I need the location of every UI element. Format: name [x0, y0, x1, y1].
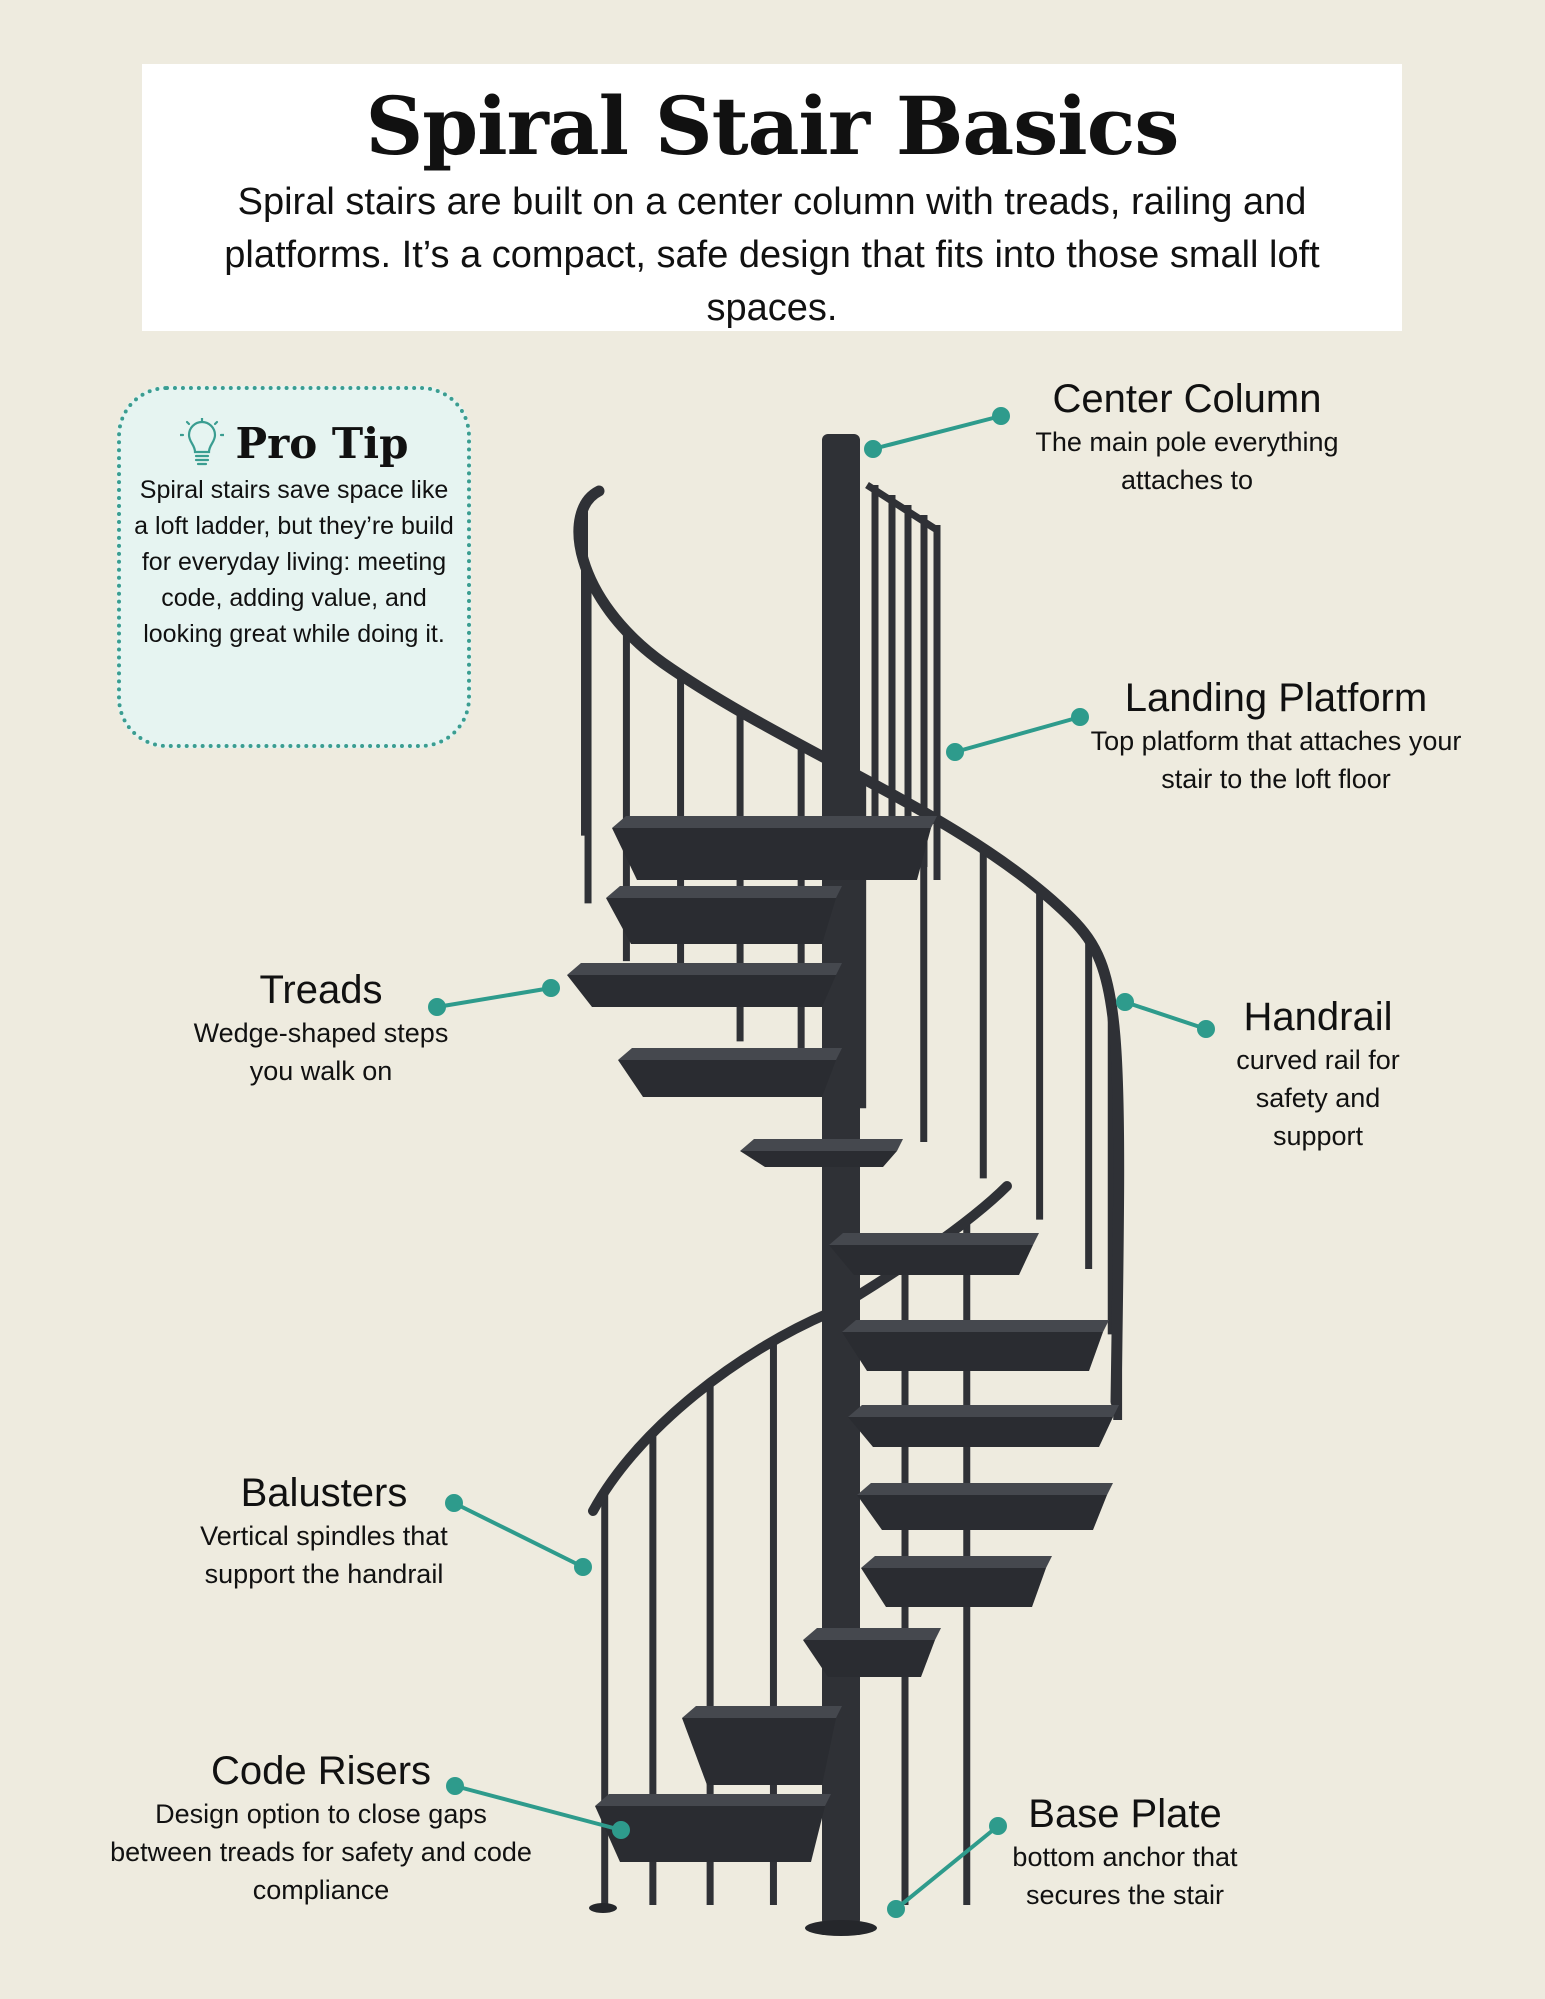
- label-base-plate: Base Plate bottom anchor that secures th…: [975, 1790, 1275, 1914]
- tread-top: [612, 816, 937, 828]
- label-handrail: Handrail curved rail for safety and supp…: [1168, 993, 1468, 1155]
- label-treads: Treads Wedge-shaped steps you walk on: [161, 966, 481, 1090]
- lightbulb-icon: [179, 418, 224, 466]
- tread-top: [803, 1628, 941, 1640]
- label-desc: bottom anchor that secures the stair: [1012, 1842, 1238, 1910]
- tread: [740, 1151, 897, 1167]
- label-desc: Top platform that attaches your stair to…: [1090, 726, 1462, 794]
- tread: [803, 1640, 935, 1677]
- center-column: [822, 434, 860, 1926]
- landing-railing: [865, 482, 941, 880]
- tread-top: [857, 1483, 1113, 1495]
- tread: [861, 1568, 1046, 1607]
- handrail-upper: [573, 485, 1125, 1408]
- tread: [595, 1806, 825, 1862]
- label-title: Code Risers: [210, 1749, 432, 1793]
- tread-top: [567, 963, 842, 975]
- label-desc: curved rail for safety and support: [1236, 1045, 1400, 1151]
- tread: [829, 1245, 1033, 1275]
- tread: [682, 1718, 836, 1785]
- tread-top: [861, 1556, 1052, 1568]
- label-title: Balusters: [240, 1471, 408, 1515]
- tread-top: [618, 1048, 842, 1060]
- tread-top: [595, 1794, 831, 1806]
- tread-top: [606, 886, 842, 898]
- label-desc: Design option to close gaps between trea…: [110, 1799, 532, 1905]
- tread-top: [848, 1405, 1119, 1417]
- tread-top: [682, 1706, 842, 1718]
- tread: [618, 1060, 836, 1097]
- tread-top: [842, 1320, 1109, 1332]
- pro-tip-card: Pro Tip Spiral stairs save space like a …: [117, 386, 471, 748]
- tread-top: [740, 1139, 903, 1151]
- label-title: Treads: [259, 968, 383, 1012]
- label-desc: The main pole everything attaches to: [1035, 427, 1339, 495]
- callout-connectors: [428, 407, 1215, 1918]
- tread-top: [829, 1233, 1039, 1245]
- base-plate: [805, 1920, 877, 1936]
- tread: [842, 1332, 1103, 1371]
- label-desc: Wedge-shaped steps you walk on: [193, 1018, 449, 1086]
- tread: [567, 975, 836, 1007]
- header-card: Spiral Stair Basics Spiral stairs are bu…: [142, 64, 1402, 331]
- tread: [612, 828, 931, 880]
- treads: [567, 816, 1119, 1862]
- baluster-foot: [589, 1903, 617, 1913]
- label-landing-platform: Landing Platform Top platform that attac…: [1066, 674, 1486, 798]
- label-title: Handrail: [1243, 995, 1393, 1039]
- label-title: Landing Platform: [1124, 676, 1428, 720]
- tread: [857, 1495, 1107, 1530]
- label-desc: Vertical spindles that support the handr…: [200, 1521, 448, 1589]
- page-title: Spiral Stair Basics: [365, 79, 1180, 173]
- tread: [848, 1417, 1113, 1447]
- handrail-lower: [588, 1181, 1012, 1516]
- page-subtitle: Spiral stairs are built on a center colu…: [224, 181, 1320, 329]
- label-title: Base Plate: [1028, 1792, 1222, 1836]
- pro-tip-title: Pro Tip: [235, 418, 409, 468]
- label-title: Center Column: [1052, 377, 1322, 421]
- label-balusters: Balusters Vertical spindles that support…: [164, 1469, 484, 1593]
- pro-tip-body: Spiral stairs save space like a loft lad…: [134, 476, 454, 648]
- label-center-column: Center Column The main pole everything a…: [987, 375, 1387, 499]
- label-code-risers: Code Risers Design option to close gaps …: [106, 1747, 536, 1909]
- tread: [606, 898, 836, 944]
